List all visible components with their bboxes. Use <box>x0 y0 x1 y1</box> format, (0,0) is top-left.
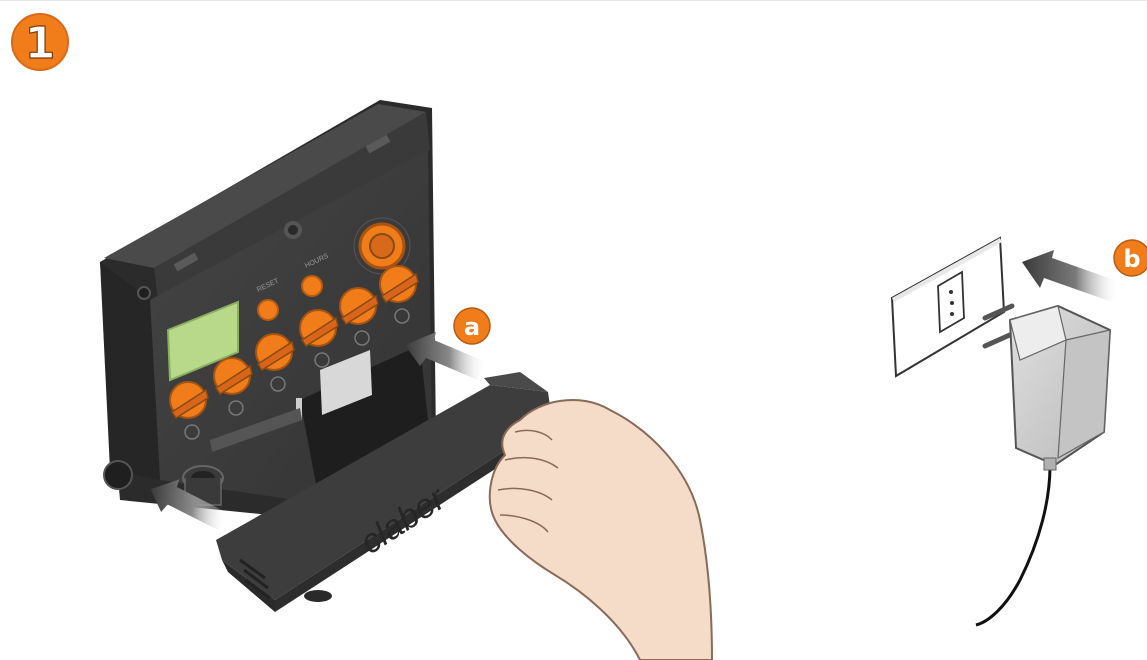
reset-button[interactable] <box>258 300 278 320</box>
hand <box>490 400 712 660</box>
callout-b-label: b <box>1123 245 1140 273</box>
callout-b: b <box>1114 240 1147 276</box>
plug-in-arrow <box>1022 250 1120 302</box>
callout-a-label: a <box>464 313 480 341</box>
step-badge: 1 <box>12 14 68 70</box>
wall-socket <box>892 238 1004 376</box>
power-adapter <box>976 306 1110 625</box>
callout-a: a <box>454 308 490 344</box>
hours-button[interactable] <box>302 276 322 296</box>
step-number: 1 <box>25 18 56 69</box>
